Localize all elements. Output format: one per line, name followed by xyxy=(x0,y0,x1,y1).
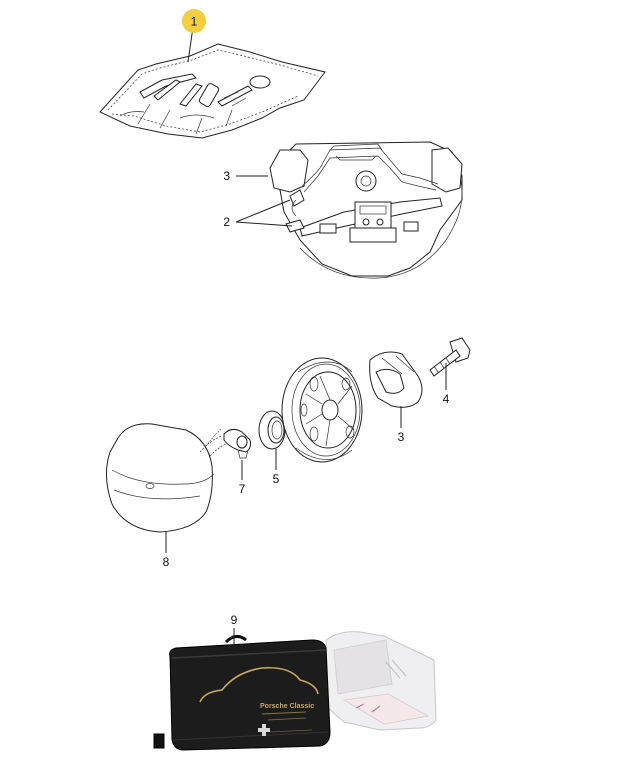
callout-3-top: 3 xyxy=(223,169,230,183)
callout-7: 7 xyxy=(239,482,246,496)
spare-wheel-well-with-jack[interactable]: 3 2 xyxy=(223,141,463,279)
tool-kit-roll[interactable]: 1 xyxy=(99,9,326,139)
mounting-bolt[interactable]: 4 xyxy=(429,337,471,406)
spare-wheel[interactable] xyxy=(281,357,363,463)
spare-wheel-cover[interactable]: 8 xyxy=(106,423,227,569)
first-aid-kit[interactable]: Porsche Classic 9 xyxy=(153,613,437,751)
spacer-ring[interactable]: 5 xyxy=(258,410,286,486)
callout-3-mid: 3 xyxy=(398,430,405,444)
callout-1: 1 xyxy=(191,15,198,29)
callout-4: 4 xyxy=(443,392,450,406)
cross-icon xyxy=(258,724,270,736)
highlight-badge xyxy=(182,9,206,33)
callout-2: 2 xyxy=(223,215,230,229)
jack-holder[interactable]: 3 xyxy=(369,351,423,444)
callout-5: 5 xyxy=(273,472,280,486)
brand-print: Porsche Classic xyxy=(260,703,314,710)
car-silhouette-print xyxy=(199,666,319,703)
callout-9: 9 xyxy=(231,613,238,627)
wing-nut[interactable]: 7 xyxy=(223,428,251,496)
first-aid-bag xyxy=(169,639,331,751)
callout-8: 8 xyxy=(163,555,170,569)
